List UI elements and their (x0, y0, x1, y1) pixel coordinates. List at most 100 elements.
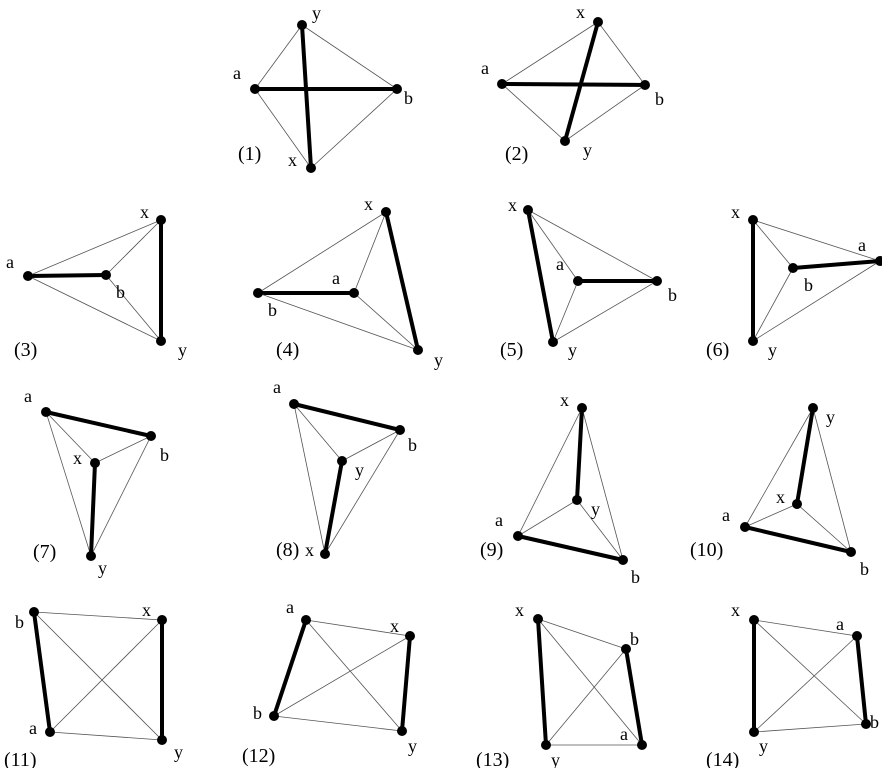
vertex-label-b: b (630, 629, 639, 649)
figure-label: (3) (14, 339, 37, 361)
thick-edge-x-y (575, 406, 584, 502)
thick-edge-x-y (795, 406, 815, 506)
vertex-label-y: y (355, 460, 364, 480)
thin-edge-b-x (257, 211, 387, 294)
thin-edge-a-x (517, 407, 583, 537)
thin-edge-a-x (254, 88, 312, 169)
vertex-label-x: x (776, 487, 785, 507)
vertex-label-a: a (332, 268, 340, 288)
vertex-a (497, 79, 507, 89)
figure-label: (2) (505, 143, 528, 165)
vertex-label-a: a (273, 377, 281, 397)
thick-edge-a-b (500, 82, 647, 87)
vertex-y (572, 495, 582, 505)
thick-edge-a-b (272, 618, 308, 718)
vertex-b (146, 431, 156, 441)
thin-edge-b-y (752, 267, 794, 342)
vertex-label-a: a (286, 597, 294, 617)
vertex-label-a: a (29, 718, 37, 738)
vertex-a (875, 256, 882, 266)
thin-edge-a-y (27, 275, 162, 342)
vertex-y (337, 456, 347, 466)
vertex-label-a: a (620, 724, 628, 744)
thick-edge-a-b (516, 534, 625, 562)
vertex-x (306, 163, 316, 173)
vertex-label-a: a (481, 58, 489, 78)
vertex-label-b: b (253, 703, 262, 723)
thin-edge-b-y (552, 280, 658, 343)
thin-edge-b-y (753, 723, 867, 733)
thin-edge-a-x (752, 219, 881, 262)
vertex-label-b: b (15, 612, 24, 632)
vertex-label-x: x (73, 448, 82, 468)
thin-edge-b-x (527, 209, 658, 282)
vertex-a (23, 271, 33, 281)
thin-edge-a-y (293, 403, 343, 462)
thin-edge-a-x (293, 403, 326, 555)
vertex-label-x: x (576, 2, 585, 22)
figure-label: (5) (500, 339, 523, 361)
vertex-label-y: y (826, 407, 835, 427)
thin-edge-b-y (90, 435, 152, 557)
vertex-label-y: y (768, 340, 777, 360)
thick-edge-x-y (323, 459, 344, 556)
vertex-x (320, 549, 330, 559)
vertex-label-a: a (495, 510, 503, 530)
vertex-y (749, 727, 759, 737)
thin-edge-a-y (753, 635, 858, 733)
vertex-label-a: a (24, 386, 32, 406)
vertex-label-x: x (731, 202, 740, 222)
vertex-a (637, 740, 647, 750)
vertex-y (413, 345, 423, 355)
vertex-label-x: x (364, 194, 373, 214)
vertex-label-b: b (160, 445, 169, 465)
vertex-x (156, 215, 166, 225)
thick-edge-x-y (536, 617, 548, 747)
figure-label: (8) (276, 539, 299, 561)
vertex-label-b: b (668, 285, 677, 305)
vertex-b (253, 288, 263, 298)
vertex-label-y: y (551, 750, 560, 768)
vertex-x (577, 403, 587, 413)
thin-edge-a-x (744, 503, 798, 528)
thin-edge-a-y (45, 411, 92, 557)
figure-label: (9) (480, 539, 503, 561)
figure-label: (1) (238, 143, 261, 165)
thin-edge-a-x (753, 619, 858, 637)
vertex-y (156, 336, 166, 346)
thin-edge-b-x (94, 435, 152, 464)
vertex-x (405, 631, 415, 641)
vertex-x (157, 615, 167, 625)
vertex-a (852, 631, 862, 641)
thin-edge-b-x (273, 635, 411, 717)
vertex-label-y: y (759, 736, 768, 756)
vertex-a (289, 399, 299, 409)
figure-label: (6) (706, 339, 729, 361)
thick-edge-a-b (743, 525, 853, 554)
thin-edge-b-y (33, 611, 163, 741)
thin-edge-a-x (45, 411, 96, 464)
vertex-label-b: b (655, 89, 664, 109)
thin-edge-a-y (744, 407, 814, 528)
vertex-x (90, 458, 100, 468)
vertex-y (748, 336, 758, 346)
thick-edge-a-b (292, 402, 402, 432)
thick-edge-a-b (32, 610, 52, 734)
vertex-label-a: a (722, 505, 730, 525)
vertex-label-y: y (174, 742, 183, 762)
thin-edge-a-y (254, 24, 303, 90)
vertex-y (397, 726, 407, 736)
thin-edge-b-x (310, 88, 398, 169)
vertex-label-b: b (870, 712, 879, 732)
vertex-y (808, 403, 818, 413)
vertex-label-a: a (858, 235, 866, 255)
thin-edge-a-x (353, 211, 387, 294)
vertex-label-x: x (288, 150, 297, 170)
